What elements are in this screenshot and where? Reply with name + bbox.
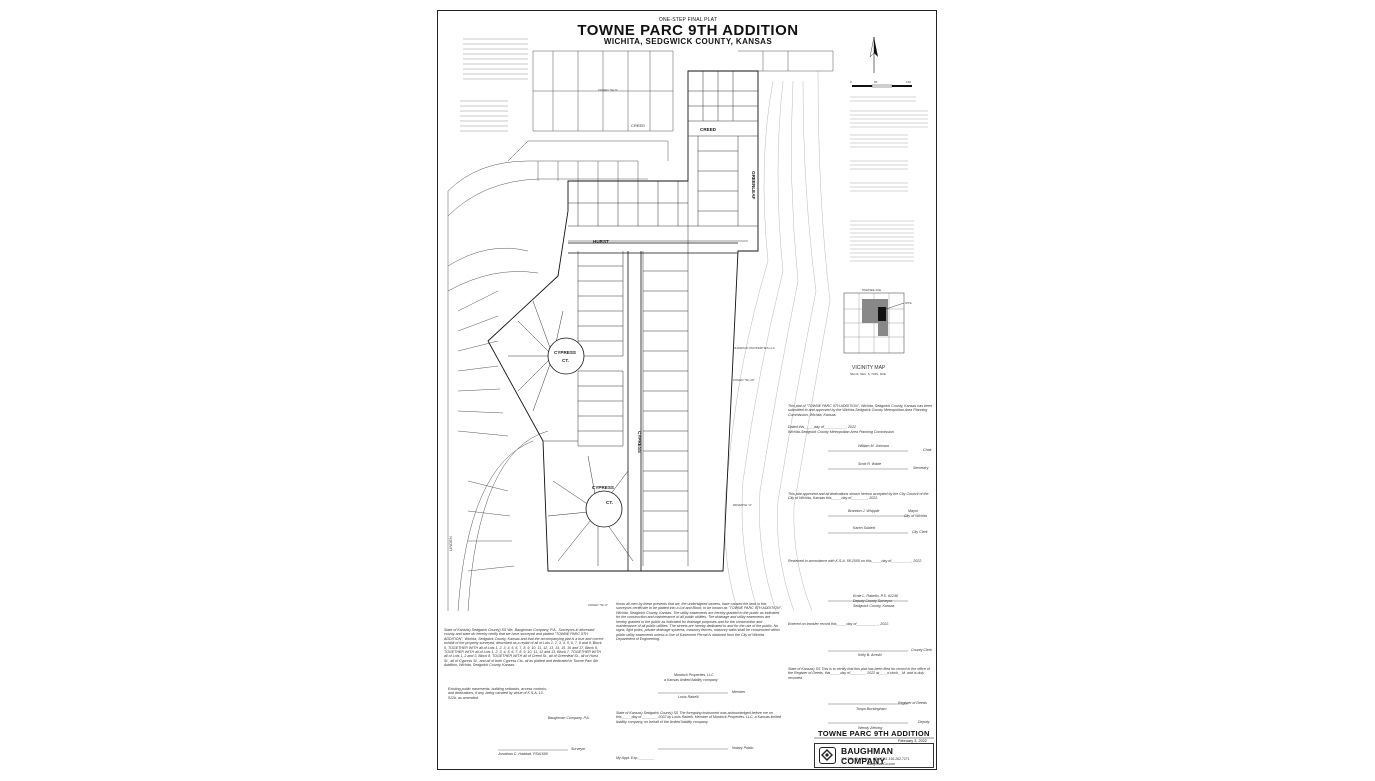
- mayor-name: Brandon J. Whipple: [848, 509, 880, 513]
- label-zoned-sf5-north: ZONED "SF-5": [598, 88, 618, 92]
- scale-label-0: 0: [850, 80, 852, 84]
- cypress-street: [568, 242, 738, 571]
- company-logo-block: BAUGHMAN COMPANY 315 Ellis St. Wichita, …: [814, 743, 934, 768]
- notary-appointment: My Appt. Exp.________: [616, 756, 655, 760]
- company-pa: Baughman Company, P.A.: [548, 716, 590, 720]
- vicinity-road-label: PAWNEE AVE: [862, 288, 881, 292]
- subdivision-lots: [508, 71, 758, 566]
- vacation-note: Existing public easements, building setb…: [448, 687, 547, 700]
- label-zoned-sf5-south: ZONED "SF-5": [588, 603, 608, 607]
- planning-dated: Dated this_____day of___________, 2022: [788, 425, 856, 429]
- notary-role: Notary Public: [732, 746, 754, 750]
- north-arrow-icon: [869, 36, 878, 73]
- street-cypress-ct-1: CYPRESS: [554, 350, 576, 355]
- plat-subtitle: WICHITA, SEDGWICK COUNTY, KANSAS: [603, 37, 773, 46]
- secretary-role: Secretary: [913, 466, 929, 470]
- scale-label-120: 120: [906, 80, 911, 84]
- register-role: Register of Deeds: [898, 701, 927, 705]
- clerk-name: Karen Sublett: [853, 526, 875, 530]
- deputy-role: Deputy: [918, 720, 930, 724]
- company-name: BAUGHMAN COMPANY: [841, 746, 894, 766]
- street-cypress-main: CYPRESS: [637, 431, 642, 453]
- sheet-title: TOWNE PARC 9TH ADDITION: [818, 729, 930, 738]
- owner-certificate: Know all men by these presents that we, …: [616, 602, 782, 642]
- chair-role: Chair: [923, 448, 932, 452]
- member-name: Louis Rabelli: [678, 695, 699, 699]
- plat-title: TOWNE PARC 9TH ADDITION: [577, 22, 799, 39]
- member-role: Member: [732, 690, 746, 694]
- notes-lines: [850, 96, 928, 262]
- surveyor-review: Reviewed in accordance with K.S.A. 58-20…: [788, 559, 923, 563]
- plat-drawing: CREED CREED HURST CYPRESS CT. CYPRESS CT…: [447, 36, 934, 751]
- register-certificate: State of Kansas) SS This is to certify t…: [788, 667, 930, 680]
- notary-certificate: State of Kansas) Sedgwick County) SS The…: [616, 711, 782, 724]
- street-greenleaf: GREENLEAF: [751, 171, 756, 200]
- cul-de-sacs: [547, 337, 623, 528]
- scale-label-60: 60: [874, 80, 878, 84]
- chair-name: William M. Johnson: [858, 444, 890, 448]
- surveyor-signature-role: Surveyor: [571, 747, 586, 751]
- company-website: BaughmanCo.com: [867, 762, 896, 766]
- label-reserve-a: RESERVE "A": [733, 503, 752, 507]
- vicinity-site-label: SITE: [905, 301, 912, 305]
- plat-sheet: ONE-STEP FINAL PLAT TOWNE PARC 9TH ADDIT…: [437, 10, 937, 770]
- surrounding-lots: [447, 38, 834, 612]
- street-hurst: HURST: [593, 239, 609, 244]
- planning-commission-certificate: This plat of "TOWNE PARC 9TH ADDITION", …: [788, 404, 932, 417]
- county-clerk-name: Kelly B. Arnold: [858, 653, 882, 657]
- vicinity-map: SITE PAWNEE AVE VICINITY MAP NE1/4, SEC.…: [843, 288, 912, 376]
- owner-type: a Kansas limited liability company: [664, 678, 718, 682]
- label-zoned-sf20: ZONED "SF-20": [733, 378, 755, 382]
- scale-bar: 0 60 120: [850, 80, 912, 88]
- vicinity-subtitle: NE1/4, SEC. 5, T26S, R2E: [850, 372, 886, 376]
- mayor-role: Mayor: [908, 509, 918, 513]
- clerk-role: City Clerk: [912, 530, 928, 534]
- transfer-record: Entered on transfer record this_____day …: [788, 622, 890, 626]
- label-murdock: MURDOCK PROPERTIES LLC: [733, 346, 776, 350]
- vicinity-title: VICINITY MAP: [852, 365, 886, 371]
- subdivision-boundary: [487, 70, 759, 572]
- county-clerk-role: County Clerk: [911, 648, 932, 652]
- county-surveyor-name: Ernie L. Rabello, P.S. #1246: [853, 594, 898, 598]
- street-cypress-ct-1-suffix: CT.: [562, 358, 569, 363]
- deputy-name: Wendy Zehring: [858, 726, 883, 730]
- signature-lines: [498, 450, 908, 751]
- street-creed-north: CREED: [631, 123, 645, 128]
- county-surveyor-role: Deputy County Surveyor: [853, 599, 893, 603]
- secretary-name: Scott R. Wade: [858, 462, 882, 466]
- surveyor-signature: Jonathan C. Haddad, PS#1690: [498, 752, 548, 756]
- street-cypress-ct-2: CYPRESS: [592, 485, 614, 490]
- mayor-city: City of Wichita: [904, 514, 927, 518]
- county-surveyor-county: Sedgwick County, Kansas: [853, 604, 895, 608]
- planning-org: Wichita-Sedgwick County Metropolitan Are…: [788, 430, 894, 434]
- plat-kicker: ONE-STEP FINAL PLAT: [658, 17, 718, 23]
- street-creed-east: CREED: [700, 127, 717, 132]
- street-linden: LINDEN: [448, 536, 453, 551]
- sheet-date: February 3, 2022: [898, 739, 927, 743]
- street-cypress-ct-2-suffix: CT.: [606, 500, 613, 505]
- council-certificate: This plat approved and all dedications s…: [788, 492, 929, 501]
- register-name: Tonya Buckingham: [856, 707, 887, 711]
- owner-name: Murdock Properties, LLC: [674, 673, 714, 677]
- company-address: 315 Ellis St. Wichita, KS 67211 316-262-…: [841, 757, 910, 761]
- surveyor-certificate: State of Kansas) Sedgwick County) SS We,…: [444, 628, 604, 668]
- baughman-logo-icon: [819, 747, 836, 764]
